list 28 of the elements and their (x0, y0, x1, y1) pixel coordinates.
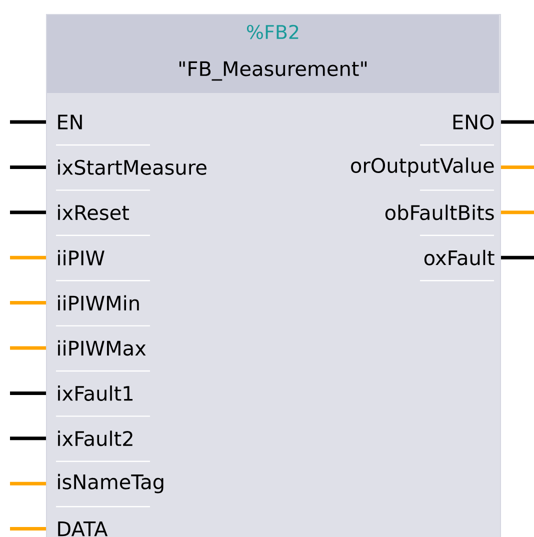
pin-label: orOutputValue (351, 158, 494, 177)
pin-line (10, 165, 46, 169)
pin-label: ixReset (58, 204, 129, 220)
pin-line (501, 165, 534, 169)
pin-line (501, 120, 534, 124)
pin-line (10, 210, 46, 214)
pin-label: obFaultBits (385, 204, 494, 220)
pin-label: oxFault (424, 250, 494, 266)
pin-line (501, 256, 534, 260)
pin-line (501, 210, 534, 214)
pin-line (10, 527, 46, 531)
pin-line (10, 301, 46, 305)
pin-line (10, 391, 46, 395)
pin-label: iiPIW (58, 250, 104, 266)
pin-label: ixFault2 (58, 430, 132, 446)
pin-label: iiPIWMin (58, 295, 139, 310)
pin-line (10, 256, 46, 260)
pin-label: ixStartMeasure (58, 159, 206, 175)
pin-label: EN (58, 114, 82, 130)
pin-line (10, 346, 46, 350)
pin-label: ENO (453, 114, 494, 130)
pin-label: isNameTag (58, 474, 164, 494)
pin-line (10, 436, 46, 440)
pin-label: ixFault1 (58, 385, 132, 401)
pin-line (10, 482, 46, 486)
pin-label: DATA (58, 522, 108, 536)
pin-line (10, 120, 46, 124)
pin-label: iiPIWMax (58, 340, 146, 356)
